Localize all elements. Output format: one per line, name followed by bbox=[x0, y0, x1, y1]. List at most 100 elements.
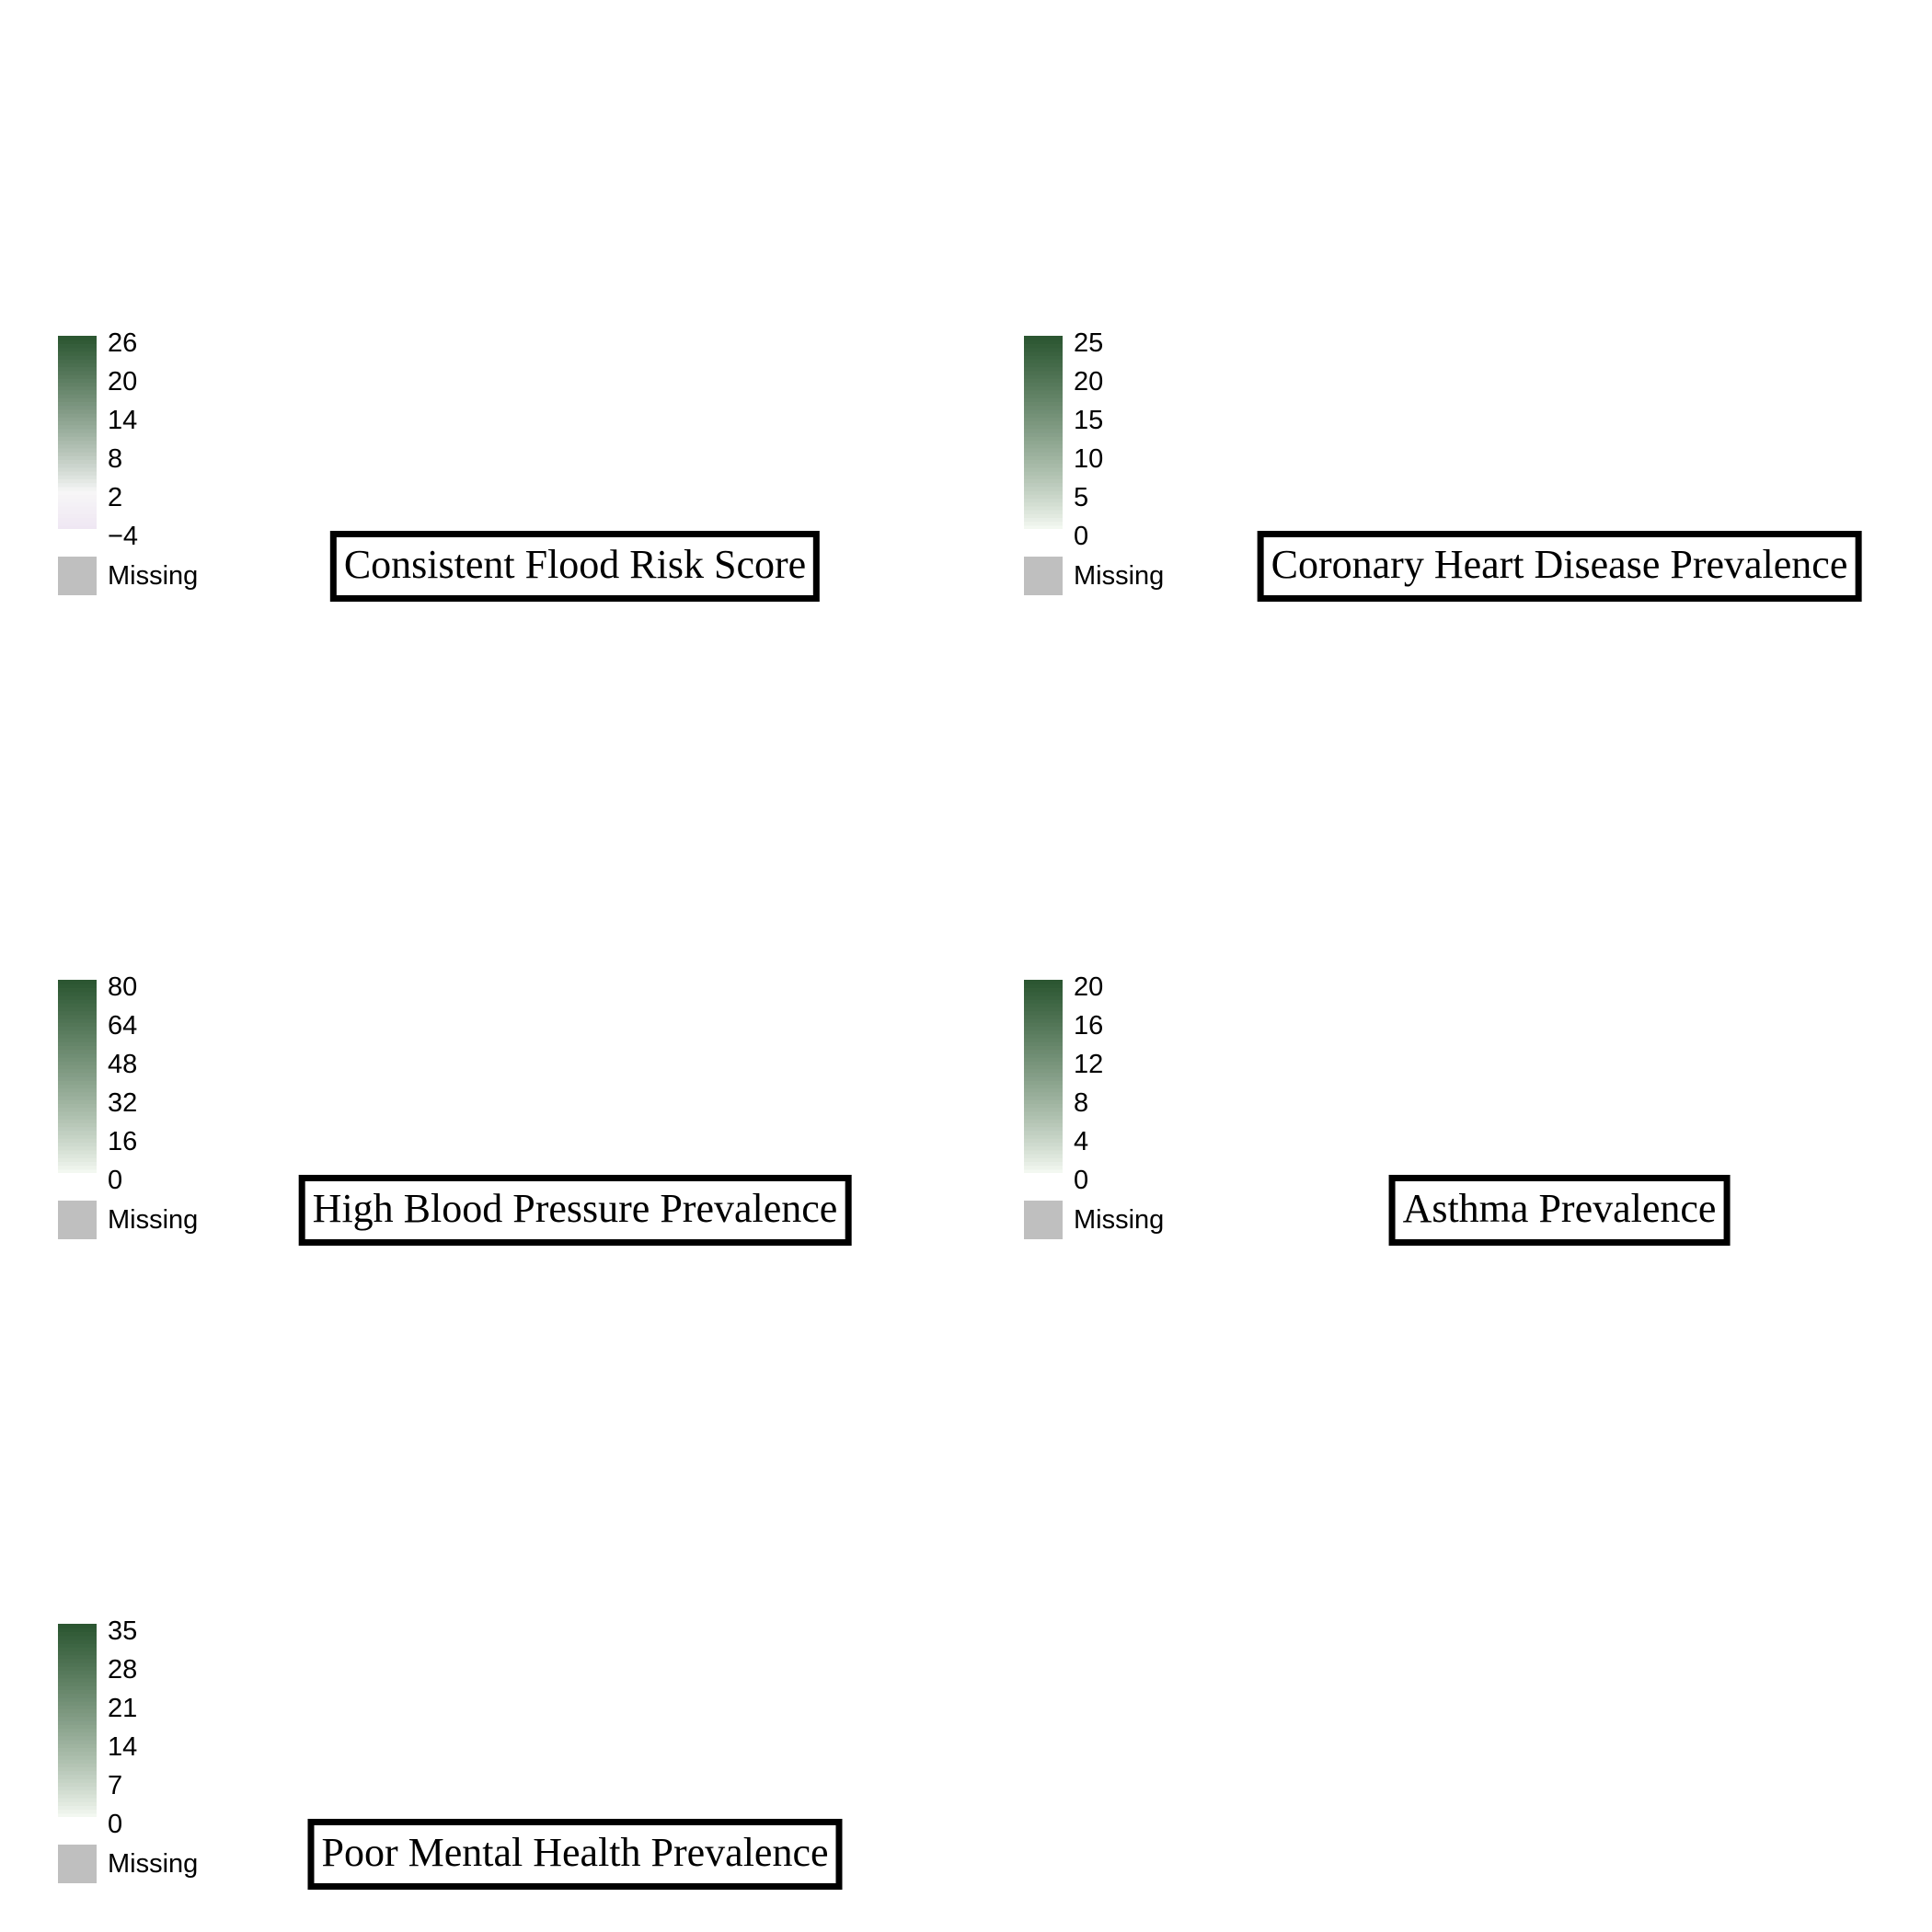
legend-tick: 0 bbox=[1074, 522, 1089, 551]
missing-label: Missing bbox=[1074, 561, 1165, 591]
color-ramp-step bbox=[1024, 1096, 1063, 1100]
color-ramp-step bbox=[1024, 510, 1063, 514]
color-ramp-step bbox=[1024, 432, 1063, 437]
color-ramp-step bbox=[1024, 459, 1063, 465]
color-ramp-step bbox=[1024, 1080, 1063, 1085]
color-ramp-step bbox=[58, 1168, 97, 1173]
color-ramp-step bbox=[58, 1786, 97, 1791]
color-ramp-step bbox=[1024, 1084, 1063, 1089]
color-ramp-step bbox=[58, 1018, 97, 1023]
color-ramp-step bbox=[58, 339, 97, 344]
color-ramp bbox=[58, 980, 97, 1173]
legend-tick: 26 bbox=[108, 328, 138, 358]
color-ramp-step bbox=[58, 1165, 97, 1170]
color-ramp-step bbox=[58, 1754, 97, 1760]
color-ramp-step bbox=[58, 1728, 97, 1733]
color-ramp-step bbox=[58, 1157, 97, 1162]
color-ramp-step bbox=[1024, 1149, 1063, 1155]
color-ramp-step bbox=[58, 1670, 97, 1675]
color-ramp-step bbox=[58, 1812, 97, 1817]
color-ramp-step bbox=[58, 452, 97, 456]
color-ramp-step bbox=[58, 1708, 97, 1714]
color-ramp-step bbox=[1024, 980, 1063, 984]
color-ramp-step bbox=[58, 1038, 97, 1042]
color-ramp-step bbox=[58, 521, 97, 526]
color-ramp-step bbox=[1024, 440, 1063, 445]
color-ramp-step bbox=[58, 389, 97, 395]
color-ramp-step bbox=[58, 424, 97, 430]
color-ramp-step bbox=[58, 1689, 97, 1695]
color-ramp-step bbox=[1024, 339, 1063, 344]
color-ramp-step bbox=[1024, 336, 1063, 340]
color-ramp-step bbox=[1024, 417, 1063, 421]
color-ramp-step bbox=[1024, 1022, 1063, 1027]
color-ramp-step bbox=[58, 1099, 97, 1104]
color-ramp-step bbox=[58, 1724, 97, 1729]
color-ramp-step bbox=[58, 513, 97, 518]
color-ramp-step bbox=[58, 1685, 97, 1690]
color-ramp-step bbox=[58, 1041, 97, 1046]
color-ramp-step bbox=[1024, 1003, 1063, 1007]
color-ramp-step bbox=[58, 1693, 97, 1698]
color-ramp-step bbox=[58, 1673, 97, 1679]
color-ramp-step bbox=[1024, 1076, 1063, 1081]
color-ramp-step bbox=[58, 1696, 97, 1702]
missing-swatch bbox=[1024, 1201, 1063, 1239]
missing-label: Missing bbox=[108, 1849, 199, 1879]
color-ramp-step bbox=[58, 1045, 97, 1051]
color-ramp-step bbox=[58, 1682, 97, 1686]
color-ramp-step bbox=[1024, 370, 1063, 375]
color-ramp-step bbox=[58, 1712, 97, 1718]
color-ramp-step bbox=[58, 1624, 97, 1628]
color-ramp-step bbox=[58, 505, 97, 511]
map-title: Consistent Flood Risk Score bbox=[329, 531, 821, 603]
color-ramp-step bbox=[58, 1662, 97, 1667]
color-ramp-step bbox=[58, 1033, 97, 1039]
color-ramp-step bbox=[1024, 1138, 1063, 1143]
legend-tick: 5 bbox=[1074, 483, 1089, 512]
color-ramp bbox=[58, 336, 97, 529]
color-ramp-step bbox=[58, 1072, 97, 1077]
color-ramp-step bbox=[58, 1130, 97, 1135]
color-ramp-step bbox=[58, 1805, 97, 1811]
color-ramp-step bbox=[1024, 1033, 1063, 1039]
color-ramp-step bbox=[1024, 347, 1063, 352]
color-ramp-step bbox=[1024, 428, 1063, 433]
color-ramp-step bbox=[1024, 505, 1063, 511]
missing-swatch bbox=[1024, 557, 1063, 595]
color-ramp-step bbox=[58, 362, 97, 368]
color-ramp-step bbox=[1024, 1072, 1063, 1077]
color-ramp-step bbox=[1024, 983, 1063, 988]
color-ramp-step bbox=[58, 999, 97, 1004]
legend-tick: 20 bbox=[108, 367, 138, 397]
color-ramp-step bbox=[1024, 452, 1063, 456]
map-title: High Blood Pressure Prevalence bbox=[298, 1175, 852, 1247]
color-ramp-step bbox=[58, 440, 97, 445]
color-ramp-step bbox=[58, 1774, 97, 1779]
color-ramp-step bbox=[1024, 1126, 1063, 1132]
color-ramp-step bbox=[58, 1701, 97, 1706]
color-ramp-step bbox=[1024, 1049, 1063, 1054]
color-ramp-step bbox=[1024, 394, 1063, 398]
color-ramp-step bbox=[58, 1650, 97, 1656]
color-ramp-step bbox=[1024, 1038, 1063, 1042]
color-ramp-step bbox=[58, 436, 97, 441]
color-ramp-step bbox=[58, 980, 97, 984]
color-ramp-step bbox=[1024, 366, 1063, 372]
color-ramp-step bbox=[1024, 1168, 1063, 1173]
color-ramp-step bbox=[1024, 447, 1063, 453]
color-ramp-step bbox=[1024, 362, 1063, 368]
color-ramp-step bbox=[1024, 443, 1063, 449]
color-ramp-step bbox=[58, 524, 97, 529]
color-ramp-step bbox=[58, 394, 97, 398]
color-ramp-step bbox=[1024, 1122, 1063, 1128]
color-ramp-step bbox=[58, 1720, 97, 1725]
color-ramp-step bbox=[58, 1006, 97, 1012]
color-ramp-step bbox=[1024, 1103, 1063, 1109]
legend-tick: 32 bbox=[108, 1088, 138, 1118]
color-ramp-step bbox=[1024, 1157, 1063, 1162]
color-ramp-step bbox=[58, 1801, 97, 1806]
color-ramp-step bbox=[1024, 1087, 1063, 1093]
color-ramp-step bbox=[58, 1635, 97, 1640]
color-ramp-step bbox=[58, 417, 97, 421]
